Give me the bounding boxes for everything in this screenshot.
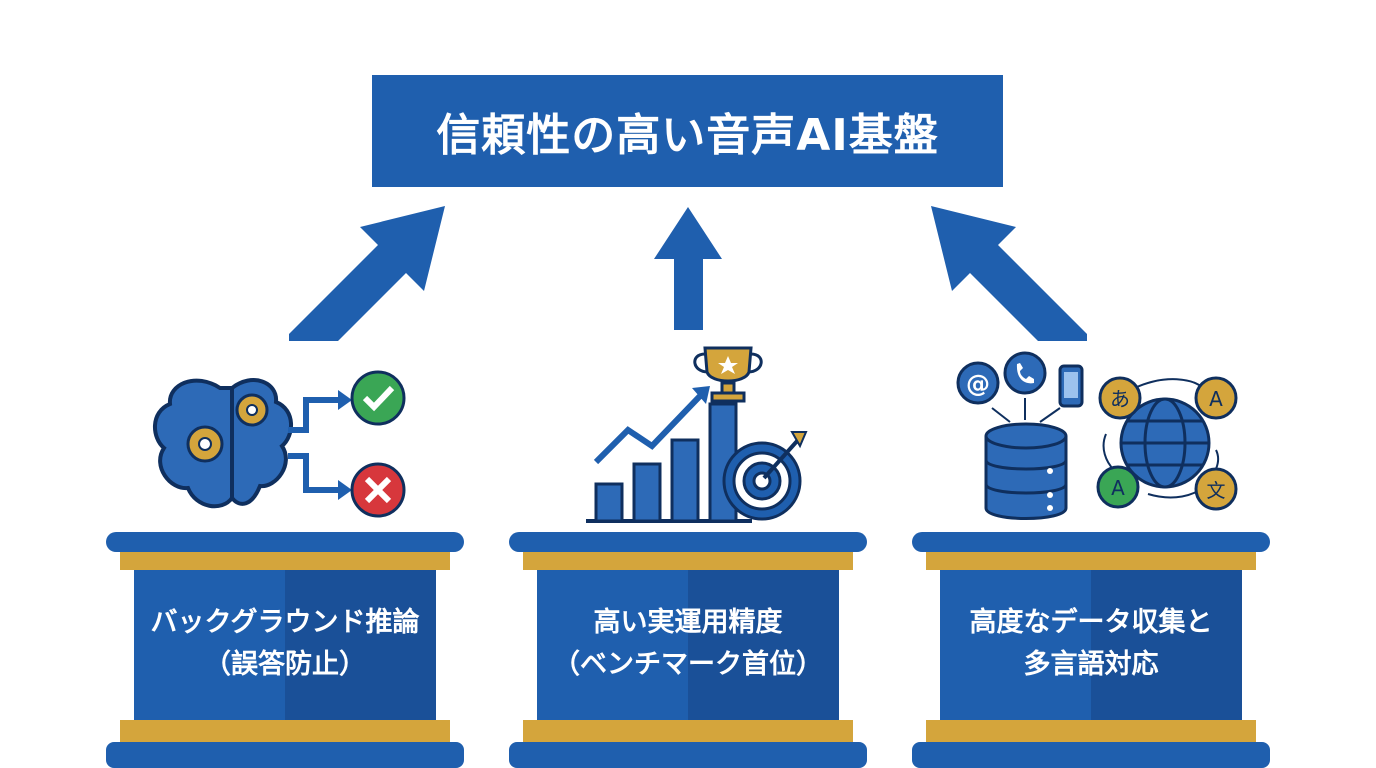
pillar-label: 高い実運用精度 （ベンチマーク首位） [509,602,867,686]
kanji-bubble-icon: 文 [1194,467,1238,511]
pillar-data-multilingual: 高度なデータ収集と 多言語対応 [912,532,1270,768]
check-icon [350,370,406,426]
pillar-shape [106,532,464,768]
pillar-line1: バックグラウンド推論 [150,607,420,638]
pillar-shape [912,532,1270,768]
pillar-line1: 高度なデータ収集と [969,607,1213,638]
latin-green-bubble-icon: A [1096,465,1140,509]
at-sign-icon: @ [956,361,1000,405]
pillar-line2: 多言語対応 [1023,649,1159,680]
svg-text:@: @ [966,370,990,398]
svg-text:あ: あ [1110,387,1130,411]
pillar-label: バックグラウンド推論 （誤答防止） [106,602,464,686]
trend-arrow-icon [593,393,703,465]
pillar-shape [509,532,867,768]
arrow-right [931,206,1087,341]
svg-text:A: A [1111,476,1125,500]
pillar-background-inference: バックグラウンド推論 （誤答防止） [106,532,464,768]
pillar-label: 高度なデータ収集と 多言語対応 [912,602,1270,686]
arrow-left [289,206,445,341]
hiragana-bubble-icon: あ [1098,376,1142,420]
diagram-title: 信頼性の高い音声AI基盤 [436,110,939,161]
smartphone-icon [1058,364,1084,408]
pillar-line2: （誤答防止） [204,649,366,680]
pillar-accuracy: 高い実運用精度 （ベンチマーク首位） [509,532,867,768]
pillar-line1: 高い実運用精度 [593,607,783,638]
title-box: 信頼性の高い音声AI基盤 [372,75,1003,187]
brain-icon [153,378,293,509]
svg-text:A: A [1209,387,1223,411]
decision-branch-icon [288,397,338,493]
svg-text:文: 文 [1206,480,1225,502]
pillar-line2: （ベンチマーク首位） [553,649,823,680]
cross-icon [350,462,406,518]
phone-icon [1003,351,1047,395]
latin-bubble-icon: A [1194,376,1238,420]
globe-icon [1119,397,1211,489]
database-icon [984,422,1068,520]
arrow-center [654,207,722,330]
